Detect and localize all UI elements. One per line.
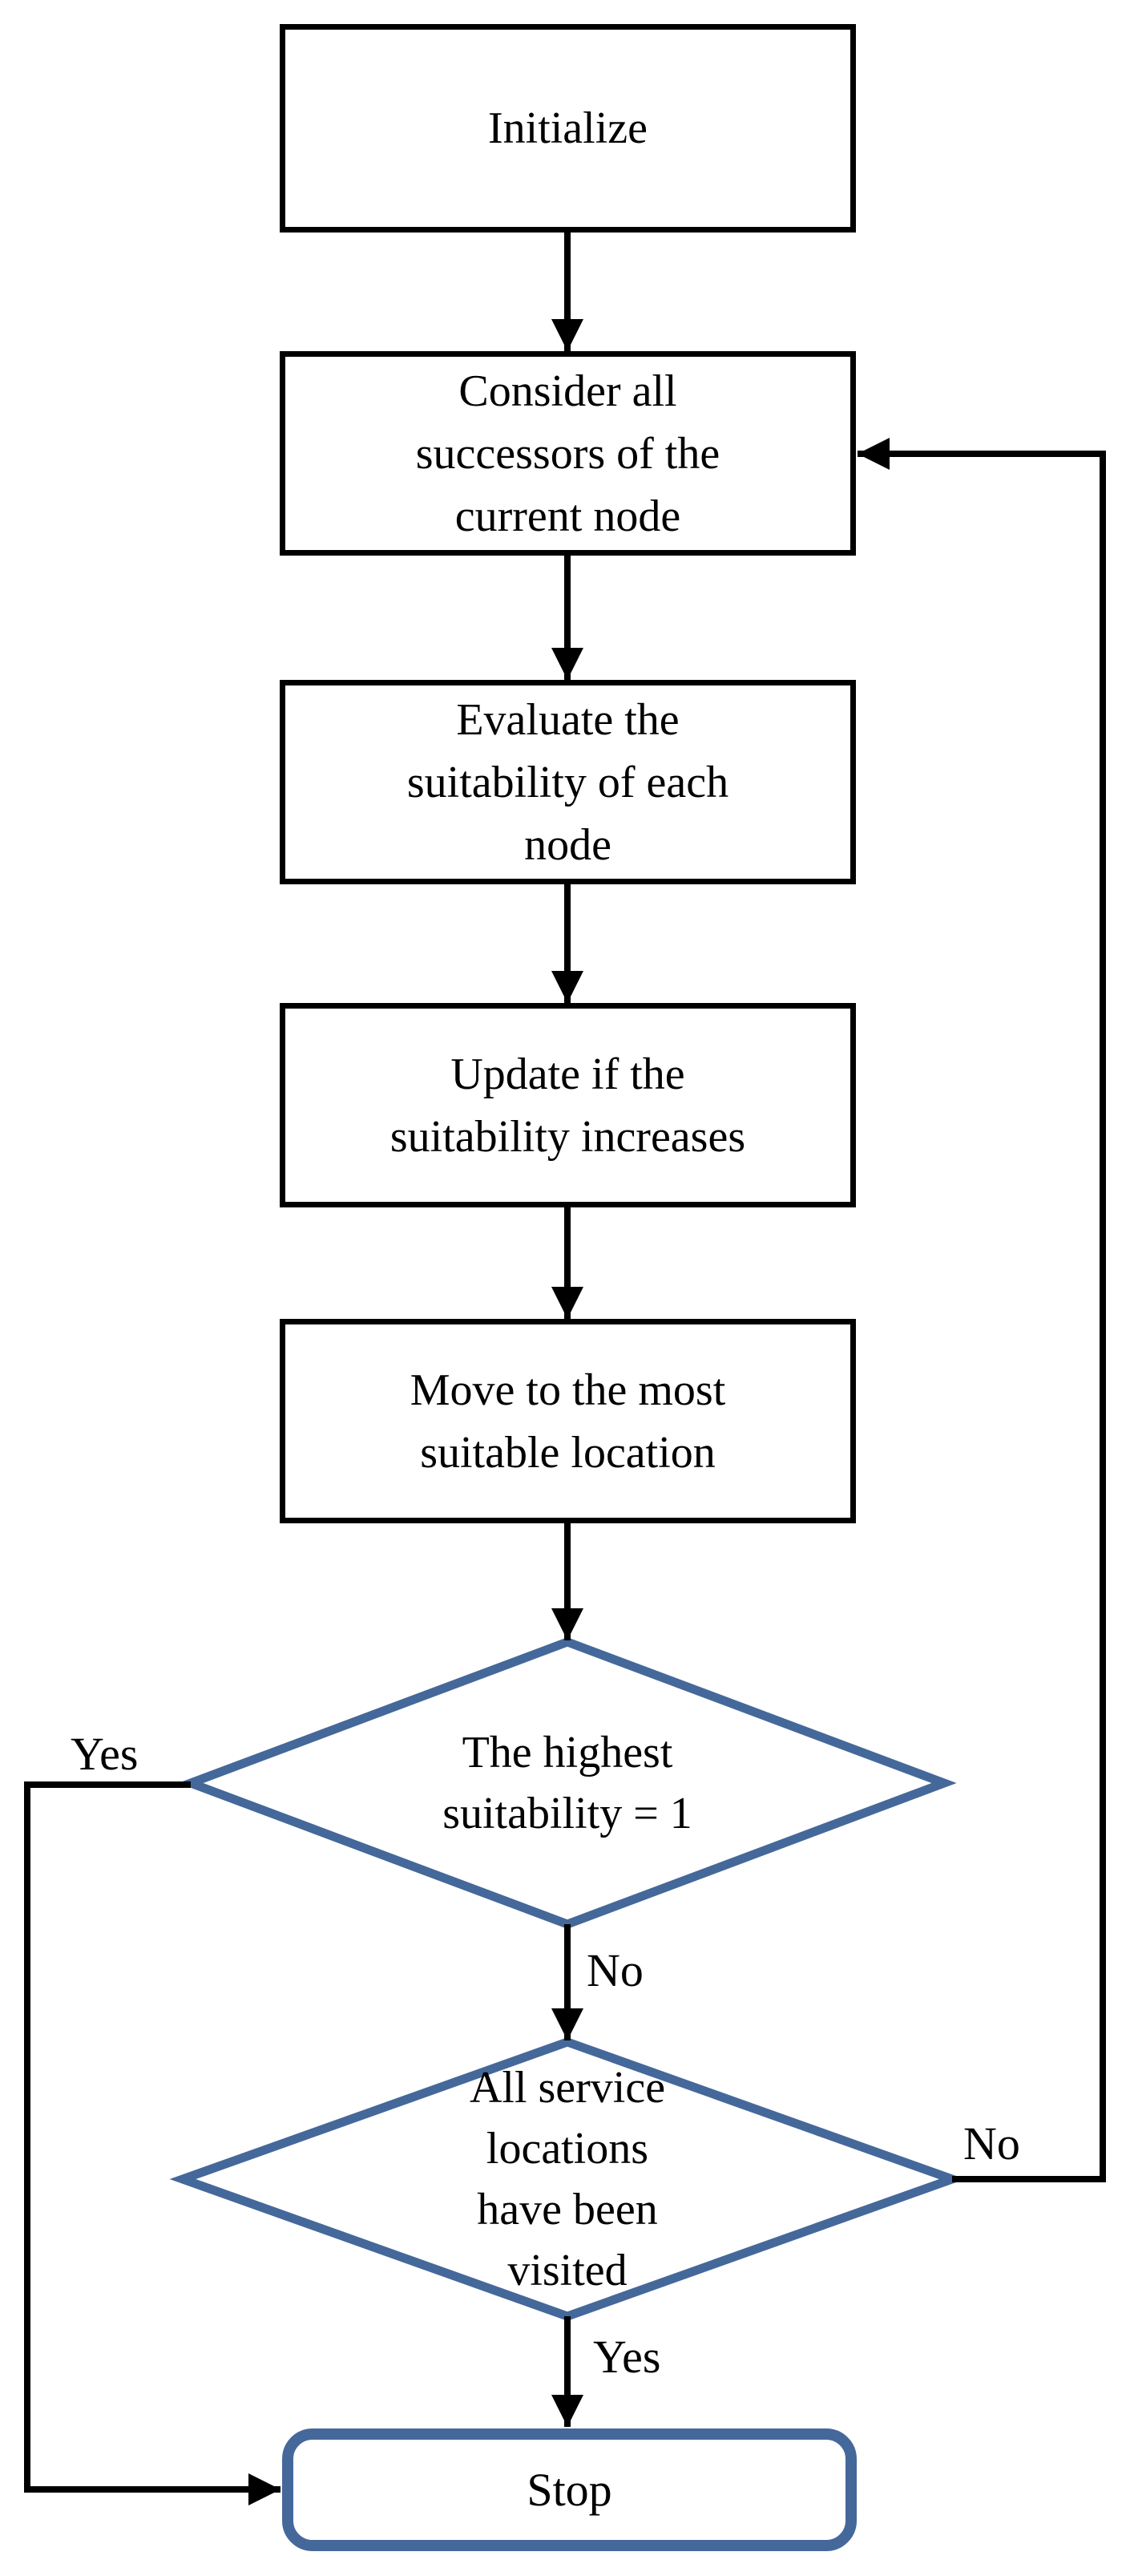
arrow-decision1-yes-to-stop	[24, 1781, 280, 2505]
decision-highest-suitability-label: The highest suitability = 1	[327, 1690, 808, 1876]
terminator-label: Stop	[527, 2464, 612, 2516]
terminator-box-stop: Stop	[282, 2428, 857, 2551]
process-label-line: suitable location	[420, 1427, 716, 1478]
edge-label-yes-all-visited: Yes	[593, 2331, 661, 2383]
process-label-line: Move to the most	[410, 1365, 726, 1415]
decision-label-line: All service	[469, 2063, 666, 2113]
decision-label-line: visited	[507, 2246, 628, 2295]
process-box-consider-successors: Consider all successors of the current n…	[280, 351, 856, 556]
decision-label-line: The highest	[462, 1728, 673, 1777]
process-label-line: suitability of each	[406, 757, 729, 807]
process-label: Initialize	[487, 103, 648, 153]
process-box-initialize: Initialize	[280, 24, 856, 233]
decision-all-visited-label: All service locations have been visited	[367, 2056, 768, 2303]
edge-label-no-highest: No	[587, 1944, 644, 1996]
decision-label-line: suitability = 1	[442, 1789, 692, 1838]
process-label-line: suitability increases	[389, 1111, 746, 1162]
edge-label-yes-highest: Yes	[71, 1728, 139, 1780]
process-label-line: successors of the	[415, 428, 720, 479]
decision-label-line: locations	[486, 2124, 649, 2174]
arrow-decision2-no-to-consider	[858, 438, 1106, 2182]
process-box-update-suitability: Update if the suitability increases	[280, 1003, 856, 1207]
edge-label-no-all-visited: No	[963, 2117, 1020, 2170]
process-label-line: current node	[454, 491, 681, 541]
process-label-line: Evaluate the	[456, 694, 680, 745]
decision-label-line: have been	[477, 2185, 658, 2234]
process-box-move-location: Move to the most suitable location	[280, 1319, 856, 1523]
process-label-line: Update if the	[450, 1049, 685, 1099]
process-label-line: node	[524, 819, 611, 870]
process-label-line: Consider all	[458, 366, 677, 416]
process-box-evaluate-suitability: Evaluate the suitability of each node	[280, 680, 856, 884]
